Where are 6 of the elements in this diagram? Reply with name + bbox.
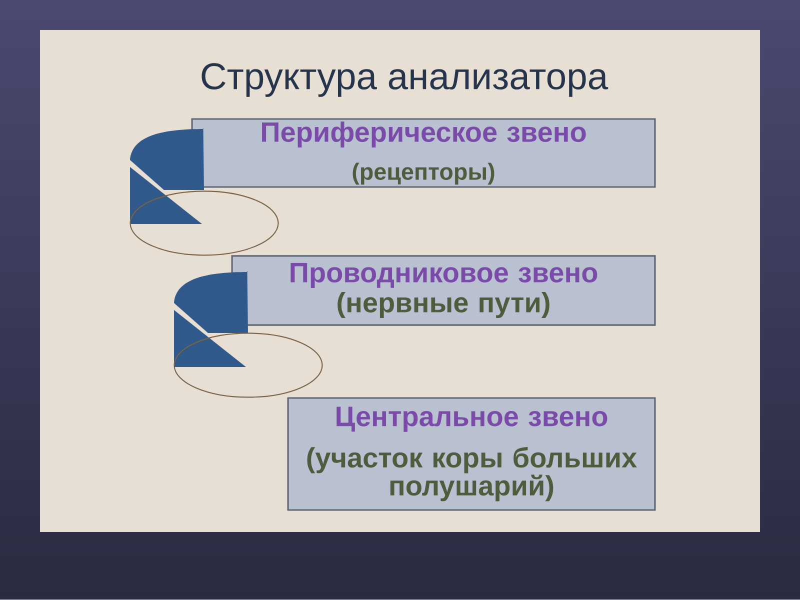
title: Структура анализатора bbox=[202, 63, 608, 97]
curved-ribbon bbox=[174, 271, 323, 398]
text-box: Проводниковое звено (нервные пути) bbox=[231, 255, 656, 326]
text-box: Центральное звено (участок коры больших полушарий) bbox=[287, 397, 656, 511]
text-box: Периферическое звено (рецепторы) bbox=[191, 118, 656, 188]
curved-ribbon bbox=[130, 128, 279, 256]
